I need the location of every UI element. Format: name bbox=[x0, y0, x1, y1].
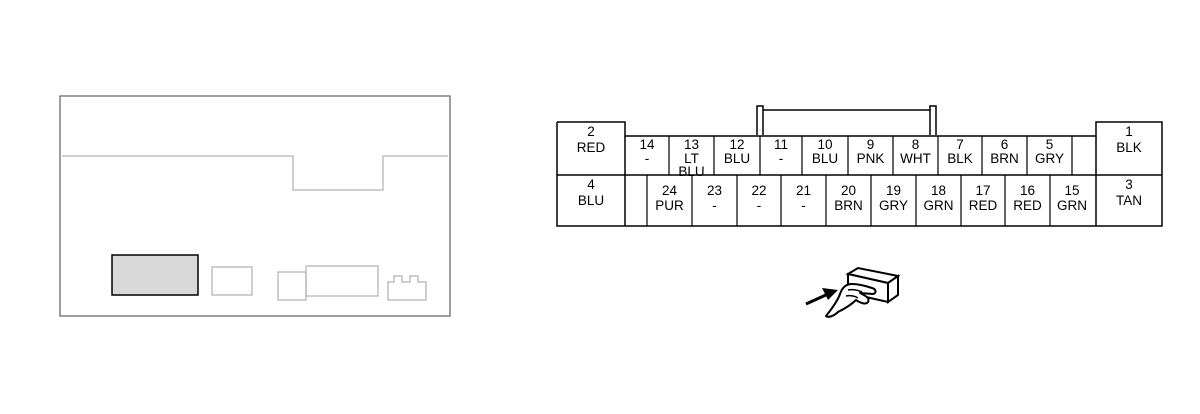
wire-color: GRN bbox=[1057, 198, 1087, 213]
wire-color: GRN bbox=[924, 198, 954, 213]
pin-number: 22 bbox=[751, 183, 766, 198]
wire-color: BLU bbox=[678, 164, 704, 179]
wire-color: - bbox=[779, 151, 784, 166]
pin-number: 20 bbox=[841, 183, 856, 198]
wire-color: GRY bbox=[879, 198, 908, 213]
wire-color: BRN bbox=[834, 198, 863, 213]
pin-number: 5 bbox=[1046, 137, 1054, 152]
pin-number: 13 bbox=[684, 137, 699, 152]
wire-color: BRN bbox=[990, 151, 1019, 166]
pin-number: 9 bbox=[867, 137, 875, 152]
pin-cavity-14: 14- bbox=[639, 137, 655, 166]
wire-color: LT bbox=[684, 151, 699, 166]
locator-view bbox=[59, 95, 451, 317]
pin-number: 17 bbox=[975, 183, 990, 198]
wire-color: BLK bbox=[1116, 140, 1142, 155]
pin-number: 11 bbox=[774, 137, 788, 152]
highlighted-connector bbox=[111, 254, 199, 296]
arrow-icon bbox=[805, 288, 838, 306]
wire-color: WHT bbox=[900, 151, 931, 166]
pin-number: 10 bbox=[817, 137, 832, 152]
pin-number: 6 bbox=[1001, 137, 1009, 152]
wire-color: PNK bbox=[857, 151, 885, 166]
wire-color: PUR bbox=[655, 198, 684, 213]
pin-number: 12 bbox=[729, 137, 744, 152]
wire-color: - bbox=[801, 198, 806, 213]
wire-color: - bbox=[757, 198, 762, 213]
connector-outline bbox=[305, 265, 379, 297]
connector-body bbox=[556, 121, 1163, 227]
wire-color: GRY bbox=[1035, 151, 1064, 166]
wire-color: BLU bbox=[724, 151, 750, 166]
unit-panel-line bbox=[62, 155, 448, 191]
pin-number: 1 bbox=[1125, 124, 1133, 139]
pin-number: 16 bbox=[1020, 183, 1035, 198]
hand-icon bbox=[805, 266, 901, 318]
pin-number: 21 bbox=[796, 183, 811, 198]
pin-number: 23 bbox=[707, 183, 722, 198]
wire-color: RED bbox=[969, 198, 998, 213]
connector-outline bbox=[387, 275, 427, 301]
wire-color: BLU bbox=[578, 193, 604, 208]
wire-color: - bbox=[645, 151, 650, 166]
wire-color: RED bbox=[1013, 198, 1042, 213]
pin-number: 2 bbox=[587, 124, 595, 139]
wire-color: BLK bbox=[947, 151, 973, 166]
connector-outline bbox=[211, 266, 253, 296]
pin-cavity-11: 11- bbox=[774, 137, 788, 166]
pin-number: 8 bbox=[912, 137, 920, 152]
wire-color: TAN bbox=[1116, 193, 1142, 208]
pin-number: 24 bbox=[662, 183, 678, 198]
wire-color: RED bbox=[577, 140, 606, 155]
pin-number: 3 bbox=[1125, 177, 1133, 192]
pin-number: 4 bbox=[587, 177, 595, 192]
pin-number: 7 bbox=[956, 137, 964, 152]
pin-number: 14 bbox=[639, 137, 655, 152]
pin-cavity-23: 23- bbox=[707, 183, 722, 213]
pin-cavity-22: 22- bbox=[751, 183, 766, 213]
connector-lock-tab bbox=[756, 105, 937, 135]
pin-cavity-21: 21- bbox=[796, 183, 811, 213]
wire-color: BLU bbox=[812, 151, 838, 166]
pin-number: 15 bbox=[1064, 183, 1079, 198]
pin-number: 19 bbox=[886, 183, 901, 198]
pin-number: 18 bbox=[931, 183, 946, 198]
wire-color: - bbox=[712, 198, 717, 213]
